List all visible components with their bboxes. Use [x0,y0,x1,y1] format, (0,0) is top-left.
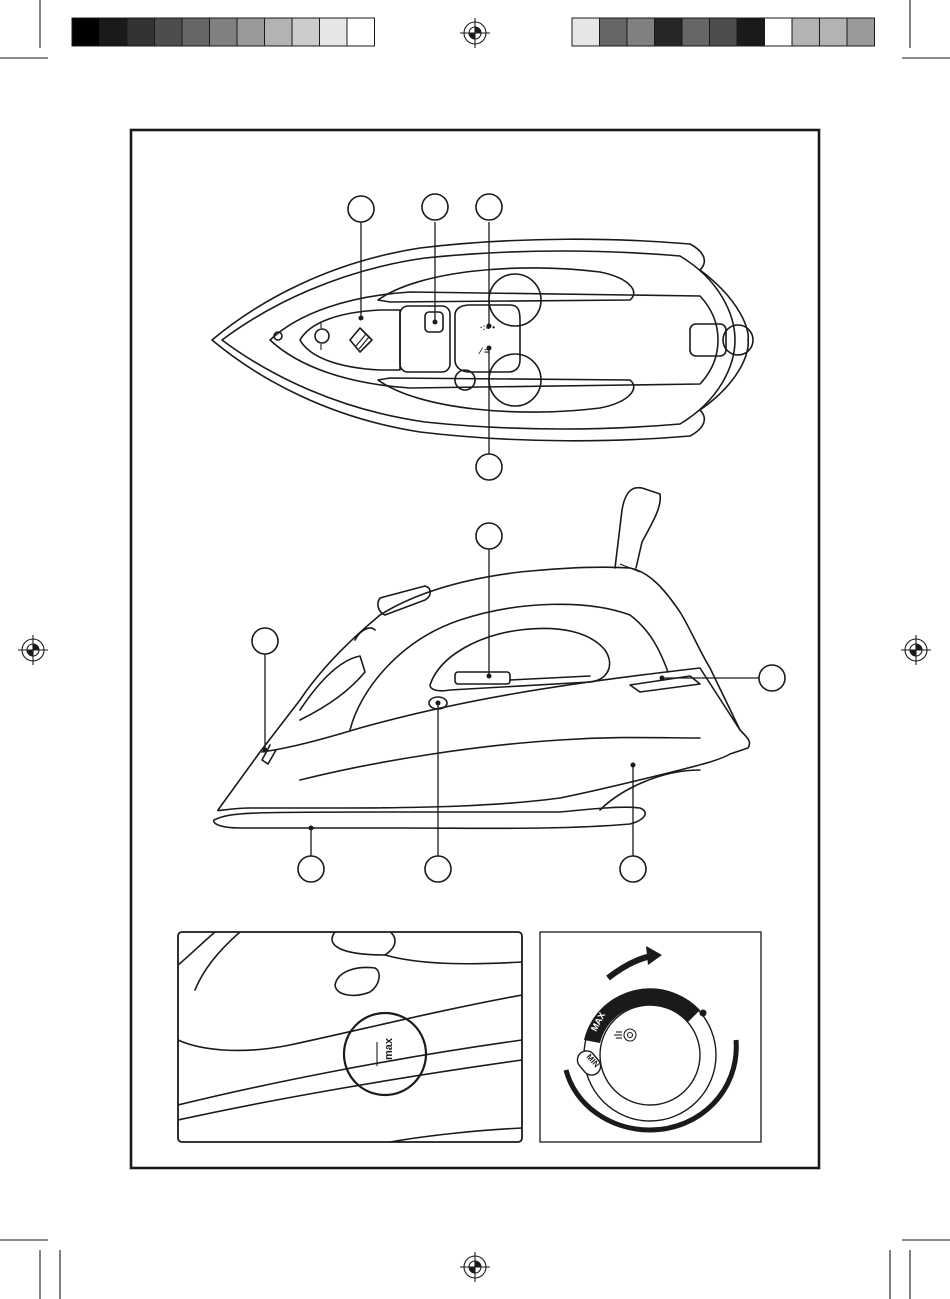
left-bar-swatch [237,18,265,46]
right-bar-swatch [820,18,848,46]
left-bar-swatch [210,18,238,46]
right-bar-swatch [627,18,655,46]
left-bar-swatch [320,18,348,46]
left-bar-swatch [127,18,155,46]
right-bar-swatch [600,18,628,46]
left-bar-swatch [100,18,128,46]
registration-mark-bottom-icon [460,1252,490,1282]
right-bar-swatch [682,18,710,46]
right-bar-swatch [792,18,820,46]
right-bar-swatch [765,18,793,46]
left-bar-swatch [72,18,100,46]
print-color-bar-right [572,18,875,46]
max-mark-label: max [383,1037,395,1060]
right-bar-swatch [572,18,600,46]
detail-water-tank-max: max [178,932,522,1142]
right-bar-swatch [847,18,875,46]
print-color-bar-left [72,18,375,46]
left-bar-swatch [182,18,210,46]
left-bar-swatch [292,18,320,46]
detail-temperature-dial: MAX MIN [540,932,761,1142]
right-bar-swatch [655,18,683,46]
left-bar-swatch [347,18,375,46]
left-bar-swatch [265,18,293,46]
registration-mark-top-icon [460,18,490,48]
left-bar-swatch [155,18,183,46]
right-bar-swatch [710,18,738,46]
iron-top-view: ·:≡ • ⁄ ≡ [212,239,753,441]
right-bar-swatch [737,18,765,46]
registration-mark-right-icon [901,635,931,665]
registration-mark-left-icon [18,635,48,665]
